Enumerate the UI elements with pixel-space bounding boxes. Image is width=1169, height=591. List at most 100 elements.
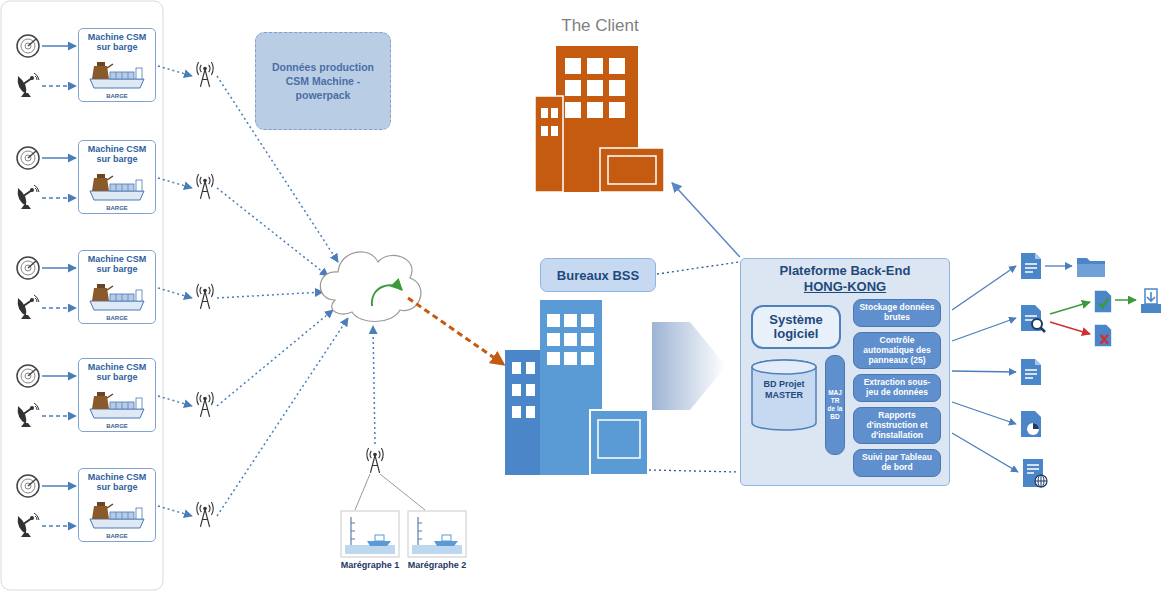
radio-link	[217, 310, 333, 406]
platform-panel: Plateforme Back-EndHONG-KONGSystème logi…	[740, 258, 950, 486]
tide-gauge-picture	[345, 517, 395, 554]
dashboard-symbol	[1023, 459, 1047, 487]
barge-caption: BARGE	[79, 533, 155, 539]
radar-symbol	[17, 35, 39, 57]
radio-link	[158, 178, 192, 188]
antenna-symbol	[197, 62, 214, 87]
machine-label: Machine CSM sur barge	[81, 144, 153, 165]
tide-gauge-node: Marégraphe 1	[338, 508, 402, 570]
radio-link	[217, 318, 348, 516]
row-4	[17, 310, 333, 427]
accept-arrow	[1115, 299, 1136, 301]
satellite-dish	[18, 513, 39, 537]
signal-arrow	[42, 267, 76, 269]
output-line	[952, 266, 1016, 310]
machine-box: Machine CSM sur bargeBARGE	[78, 358, 156, 432]
panel-title: Plateforme Back-End	[741, 263, 949, 279]
document-symbol	[1021, 253, 1041, 279]
row-3	[17, 257, 323, 319]
barge-picture	[90, 502, 144, 528]
signal-arrow	[42, 197, 76, 199]
data-transfer-arrow	[408, 298, 503, 364]
function-box: Extraction sous-jeu de données	[853, 374, 941, 402]
gauge-label: Marégraphe 1	[338, 560, 402, 570]
network-cloud	[320, 252, 421, 322]
function-box: Rapports d'instruction et d'installation	[853, 407, 941, 444]
zoom-line	[649, 470, 739, 472]
database-label: BD Projet MASTER	[754, 379, 814, 401]
barge-caption: BARGE	[79, 205, 155, 211]
client-building-picture	[535, 46, 664, 192]
routing-arrow	[372, 285, 402, 306]
antenna-symbol	[197, 174, 214, 199]
tide-gauge-picture	[412, 517, 462, 554]
radio-link	[158, 66, 192, 76]
radio-link	[217, 188, 328, 276]
building-windows	[547, 314, 594, 365]
machine-box: Machine CSM sur bargeBARGE	[78, 468, 156, 542]
zoom-line	[657, 262, 739, 274]
function-label: Stockage données brutes	[858, 303, 936, 323]
signal-arrow	[42, 415, 76, 417]
inspect-document-symbol	[1021, 305, 1045, 332]
building-wing	[535, 96, 563, 192]
building-windows	[541, 108, 558, 136]
system-label: Système logiciel	[757, 313, 835, 342]
output-line	[1045, 265, 1072, 266]
office-label: Bureaux BSS	[557, 268, 639, 283]
signal-arrow	[42, 485, 76, 487]
outputs	[952, 253, 1161, 487]
building-lobby	[600, 148, 664, 192]
satellite-dish	[18, 185, 39, 209]
satellite-dish	[18, 73, 39, 97]
antenna-symbol	[197, 392, 214, 417]
machine-label: Machine CSM sur barge	[81, 362, 153, 383]
accept-arrow	[1050, 302, 1090, 314]
output-line	[952, 318, 1016, 341]
export-symbol	[1141, 289, 1161, 313]
data-note: Données production CSM Machine - powerpa…	[268, 60, 378, 103]
barge-caption: BARGE	[79, 423, 155, 429]
function-label: Extraction sous-jeu de données	[858, 378, 936, 398]
signal-arrow	[42, 375, 76, 377]
barge-caption: BARGE	[79, 315, 155, 321]
function-box: Stockage données brutes	[853, 299, 941, 327]
signal-arrow	[42, 157, 76, 159]
folder-symbol	[1077, 258, 1105, 277]
radio-link	[217, 292, 323, 298]
tide-gauge-node: Marégraphe 2	[405, 508, 469, 570]
machine-box: Machine CSM sur bargeBARGE	[78, 140, 156, 214]
gauge-wire	[355, 474, 425, 510]
reject-arrow	[1050, 322, 1090, 334]
cylinder-body	[752, 360, 816, 430]
building-door	[608, 156, 656, 184]
client-node: The Client	[530, 16, 670, 192]
output-line	[952, 371, 1016, 372]
radio-link	[158, 288, 192, 298]
function-label: Suivi par Tableau de bord	[858, 453, 936, 473]
barge-picture	[90, 284, 144, 310]
office-building-picture	[505, 300, 648, 475]
row-5	[17, 318, 348, 537]
report-symbol	[1021, 411, 1041, 437]
barge-picture	[90, 392, 144, 418]
source-panel	[1, 1, 163, 590]
radar-symbol	[17, 257, 39, 279]
signal-arrow	[42, 45, 76, 47]
radar-symbol	[17, 475, 39, 497]
cylinder-top	[752, 360, 816, 374]
office-box: Bureaux BSS	[540, 258, 656, 292]
radio-link	[158, 506, 192, 516]
database-cylinder: BD Projet MASTER	[751, 359, 817, 431]
client-label: The Client	[530, 16, 670, 36]
radio-link	[373, 326, 375, 444]
row-2	[17, 147, 328, 276]
update-label: MAJ TR de la BD	[827, 389, 843, 420]
machine-box: Machine CSM sur bargeBARGE	[78, 28, 156, 102]
satellite-dish	[18, 403, 39, 427]
radar-symbol	[17, 147, 39, 169]
